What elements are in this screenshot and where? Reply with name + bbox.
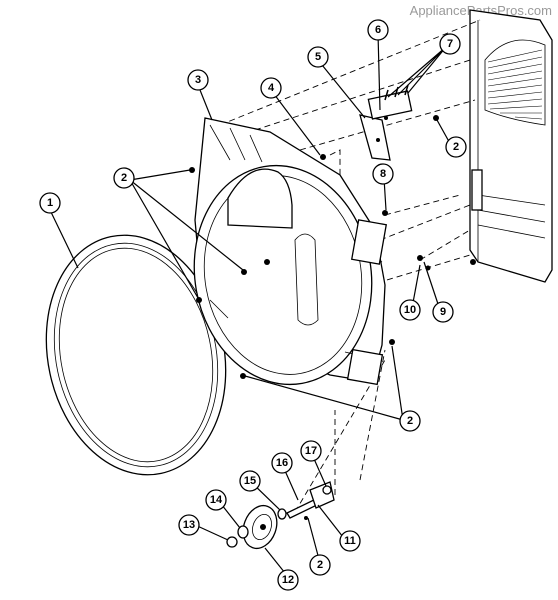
callout-2-top-right: 2 (445, 136, 467, 158)
callout-8-label: 8 (380, 168, 386, 180)
callout-1: 1 (39, 192, 61, 214)
callout-1-label: 1 (47, 197, 53, 209)
callout-2-bottom-label: 2 (317, 559, 323, 571)
callout-6: 6 (367, 19, 389, 41)
callout-13: 13 (178, 514, 200, 536)
callout-2-bottom-right-label: 2 (407, 415, 413, 427)
cabinet-panel (469, 9, 553, 283)
callout-5-label: 5 (315, 51, 321, 63)
fasteners (189, 115, 439, 379)
callout-16: 16 (271, 452, 293, 474)
callout-3-label: 3 (195, 74, 201, 86)
switch-bracket (359, 84, 413, 161)
callout-2-bottom-right: 2 (399, 410, 421, 432)
callout-10-label: 10 (404, 304, 416, 316)
callout-5: 5 (307, 46, 329, 68)
callout-10: 10 (399, 299, 421, 321)
callout-2-left: 2 (113, 167, 135, 189)
callout-12-label: 12 (282, 574, 294, 586)
callout-12: 12 (277, 569, 299, 591)
callout-14-label: 14 (210, 494, 223, 506)
guide-lines (219, 19, 481, 513)
callout-15-label: 15 (244, 475, 256, 487)
callout-15: 15 (239, 470, 261, 492)
door-seal-ring (45, 234, 227, 476)
callout-7-label: 7 (447, 38, 453, 50)
callout-9-label: 9 (440, 306, 446, 318)
callout-13-label: 13 (183, 519, 195, 531)
roller-assembly (226, 481, 335, 550)
callout-17: 17 (300, 440, 322, 462)
front-bulkhead (193, 117, 388, 386)
callout-17-label: 17 (305, 445, 317, 457)
callout-6-label: 6 (375, 24, 381, 36)
callout-2-bottom: 2 (309, 554, 331, 576)
callout-11-label: 11 (344, 535, 356, 547)
callout-7: 7 (439, 33, 461, 55)
callout-16-label: 16 (276, 457, 288, 469)
callout-2-top-right-label: 2 (453, 141, 459, 153)
callout-4: 4 (260, 77, 282, 99)
callout-3: 3 (187, 69, 209, 91)
watermark: AppliancePartsPros.com (409, 3, 552, 18)
callout-11: 11 (339, 530, 361, 552)
callout-14: 14 (205, 489, 227, 511)
callout-4-label: 4 (268, 82, 275, 94)
callout-2-left-label: 2 (121, 172, 127, 184)
callout-9: 9 (432, 301, 454, 323)
callout-8: 8 (372, 163, 394, 185)
